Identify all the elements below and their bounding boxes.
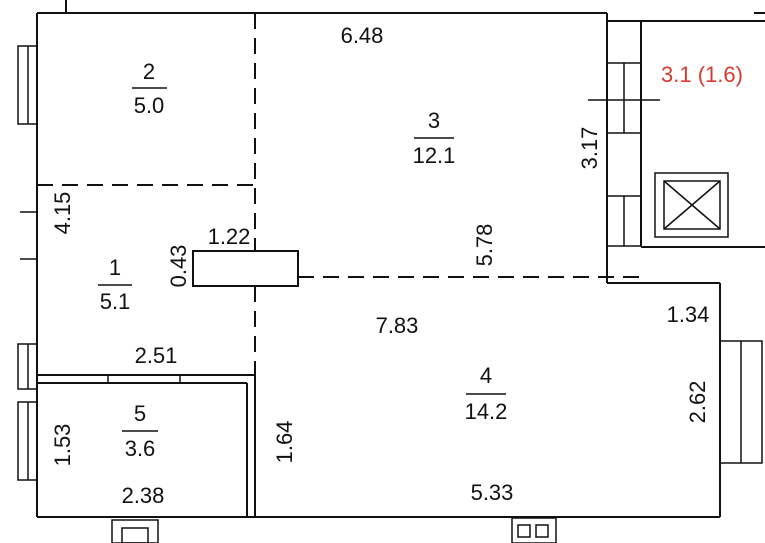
balcony-label: 3.1 (1.6) bbox=[661, 62, 743, 87]
room-2-area: 5.0 bbox=[134, 93, 165, 118]
room-5-number: 5 bbox=[134, 401, 146, 426]
dim-3-17: 3.17 bbox=[577, 127, 602, 170]
room-3-number: 3 bbox=[428, 108, 440, 133]
dim-1-64: 1.64 bbox=[272, 421, 297, 464]
fraction-bars bbox=[20, 87, 506, 432]
room-4-number: 4 bbox=[480, 363, 492, 388]
room-4-area: 14.2 bbox=[465, 399, 508, 424]
dim-0-43: 0.43 bbox=[166, 245, 191, 288]
zone-lines bbox=[37, 13, 641, 375]
dim-7-83: 7.83 bbox=[376, 313, 419, 338]
dim-5-33: 5.33 bbox=[471, 480, 514, 505]
room-1-number: 1 bbox=[109, 255, 121, 280]
dim-1-53: 1.53 bbox=[50, 424, 75, 467]
dim-1-22: 1.22 bbox=[208, 224, 251, 249]
dim-2-62: 2.62 bbox=[685, 381, 710, 424]
dim-2-38: 2.38 bbox=[122, 483, 165, 508]
room-3-area: 12.1 bbox=[413, 143, 456, 168]
dim-2-51: 2.51 bbox=[135, 343, 178, 368]
room-5-area: 3.6 bbox=[125, 436, 156, 461]
room-2-number: 2 bbox=[143, 59, 155, 84]
dim-6-48: 6.48 bbox=[341, 23, 384, 48]
dim-5-78: 5.78 bbox=[472, 224, 497, 267]
room-1-area: 5.1 bbox=[100, 289, 131, 314]
dim-4-15: 4.15 bbox=[50, 192, 75, 235]
dim-1-34: 1.34 bbox=[667, 302, 710, 327]
windows bbox=[17, 45, 763, 543]
